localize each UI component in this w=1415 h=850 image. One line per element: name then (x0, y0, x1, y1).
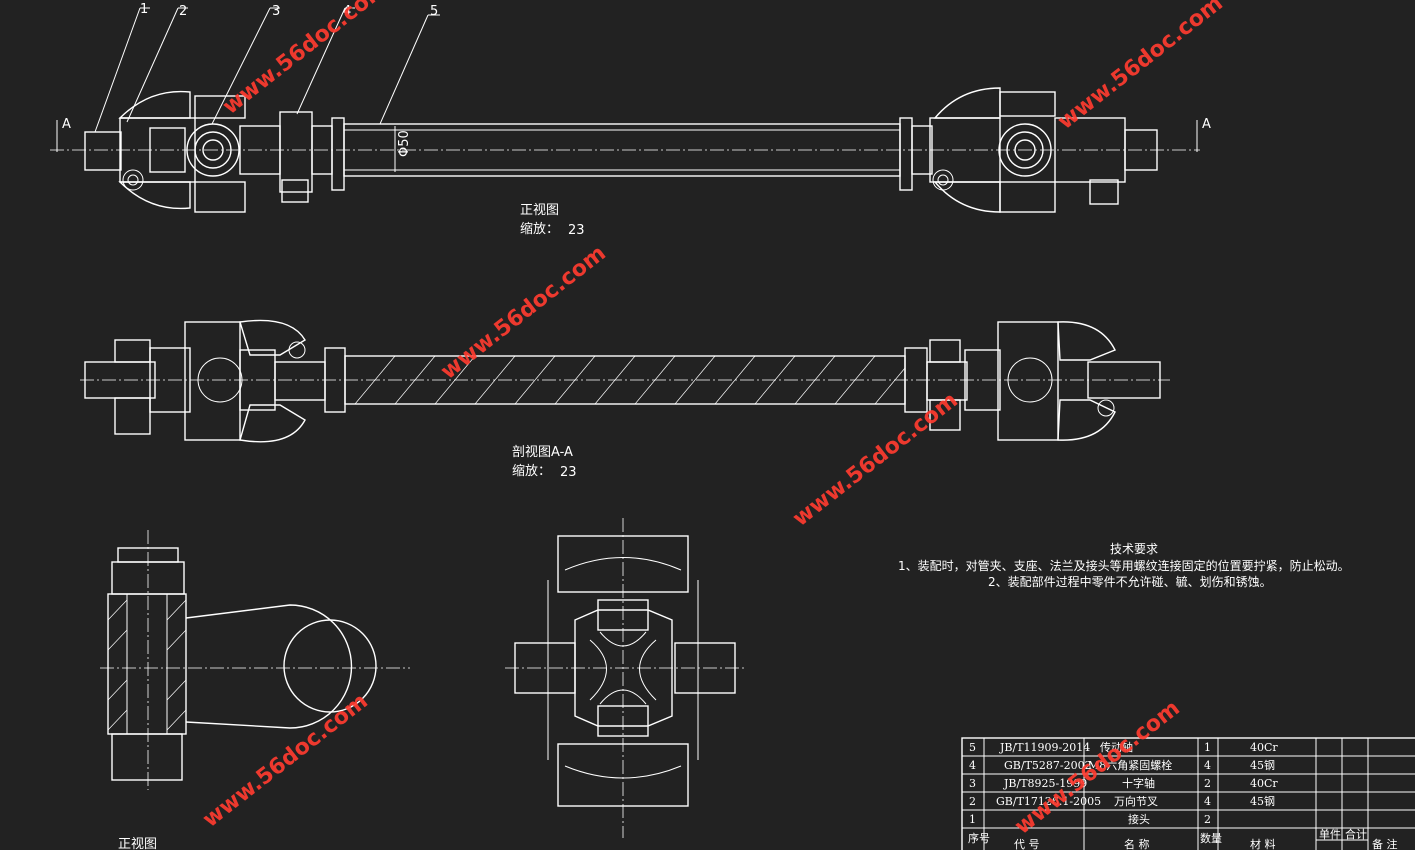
callout-2: 2 (179, 4, 187, 19)
cross-shaft-view (505, 518, 745, 838)
bom-header-code: 代 号 (1014, 838, 1040, 850)
section-mark-right: A (1202, 117, 1211, 132)
bom-material: 45钢 (1250, 759, 1275, 772)
front-view: A A Φ50 (50, 2, 1211, 213)
bom-header: 序号 代 号 名 称 数量 材 料 单件 合计 备 注 (968, 827, 1398, 850)
front-view-scale-value: 23 (568, 223, 585, 238)
diameter-dimension: Φ50 (397, 130, 412, 157)
watermark-4: www.56doc.com (788, 388, 962, 532)
callout-3: 3 (272, 4, 280, 19)
bom-row-4: 4 GB/T5287-2002 M8六角紧固螺栓 4 45钢 (969, 758, 1275, 772)
tech-requirement-2: 2、装配部件过程中零件不允许碰、毓、划伤和锈蚀。 (988, 574, 1272, 589)
bom-row-2: 2 GB/T17126.1-2005 万向节叉 4 45钢 (969, 794, 1275, 808)
bom-header-name: 名 称 (1124, 837, 1150, 850)
bom-qty: 2 (1204, 777, 1211, 790)
bom-row-3: 3 JB/T8925-1999 十字轴 2 40Cr (969, 776, 1278, 790)
front-view-title: 正视图 (520, 203, 559, 218)
bom-name: 传动轴 (1100, 740, 1133, 754)
bom-header-unit: 单件 (1319, 828, 1341, 841)
shaft-hatching (354, 355, 906, 405)
callout-1: 1 (140, 2, 148, 17)
front-view-scale-label: 缩放： (520, 221, 559, 237)
bom-material: 45钢 (1250, 795, 1275, 808)
bom-no: 1 (969, 813, 976, 826)
bom-header-no: 序号 (968, 831, 990, 845)
bom-no: 3 (969, 777, 976, 790)
watermark-5: www.56doc.com (198, 689, 372, 833)
bom-material: 40Cr (1250, 777, 1278, 790)
bom-header-qty: 数量 (1200, 832, 1222, 845)
bom-material: 40Cr (1250, 741, 1278, 754)
bottom-left-label: 正视图 (118, 837, 157, 850)
tech-requirements: 技术要求 1、装配时，对管夹、支座、法兰及接头等用螺纹连接固定的位置要拧紧，防止… (898, 542, 1350, 589)
bom-code: GB/T17126.1-2005 (996, 795, 1101, 808)
bom-name: 接头 (1128, 813, 1150, 826)
bom-qty: 4 (1204, 759, 1211, 772)
callout-4: 4 (343, 4, 351, 19)
section-view (80, 319, 1170, 443)
bom-table: 5 JB/T11909-2014 传动轴 1 40Cr 4 GB/T5287-2… (961, 737, 1415, 850)
bom-code: GB/T5287-2002 (1004, 759, 1092, 772)
bom-name: 十字轴 (1122, 776, 1155, 790)
bom-row-1: 1 接头 2 (969, 813, 1211, 826)
callout-5: 5 (430, 4, 438, 19)
bom-no: 5 (969, 741, 976, 754)
bom-code: JB/T11909-2014 (999, 741, 1090, 754)
bom-no: 2 (969, 795, 976, 808)
bom-row-5: 5 JB/T11909-2014 传动轴 1 40Cr (969, 740, 1278, 754)
yoke-detail-view (100, 530, 410, 790)
bom-qty: 1 (1204, 741, 1211, 754)
bom-qty: 2 (1204, 813, 1211, 826)
tech-requirements-title: 技术要求 (1110, 542, 1158, 556)
watermark-2: www.56doc.com (1053, 0, 1227, 135)
section-view-scale-label: 缩放： (512, 463, 551, 479)
section-mark-left: A (62, 117, 71, 132)
bom-code: JB/T8925-1999 (1003, 777, 1087, 790)
section-view-scale-value: 23 (560, 465, 577, 480)
bom-name: M8六角紧固螺栓 (1088, 758, 1172, 772)
bom-header-material: 材 料 (1250, 837, 1276, 850)
bom-qty: 4 (1204, 795, 1211, 808)
tech-requirement-1: 1、装配时，对管夹、支座、法兰及接头等用螺纹连接固定的位置要拧紧，防止松动。 (898, 558, 1350, 573)
bom-name: 万向节叉 (1114, 794, 1158, 808)
watermark-3: www.56doc.com (436, 241, 610, 385)
bom-no: 4 (969, 759, 976, 772)
bom-header-note: 备 注 (1372, 837, 1398, 850)
watermarks: www.56doc.com www.56doc.com www.56doc.co… (198, 0, 1227, 840)
section-view-title: 剖视图A-A (512, 445, 573, 460)
bom-header-total: 合计 (1345, 827, 1367, 841)
